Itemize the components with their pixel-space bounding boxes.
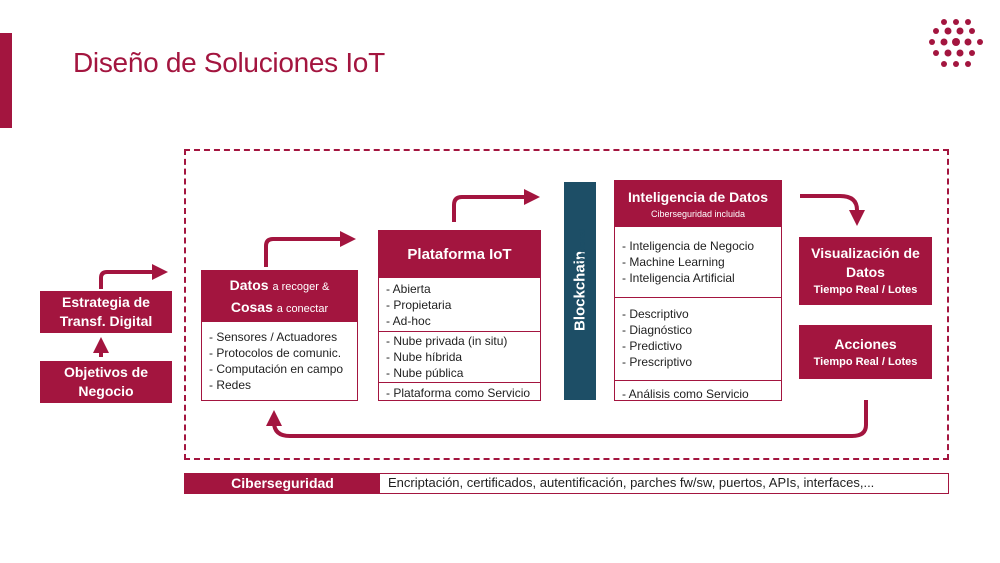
blockchain-note: Opcional	[577, 229, 587, 265]
solution-frame	[184, 149, 949, 460]
acciones-title: Acciones	[834, 336, 897, 352]
cosas-line: Cosas a conectar	[231, 297, 328, 319]
datos-box: Datos a recoger & Cosas a conectar - Sen…	[201, 270, 358, 401]
inteligencia-title: Inteligencia de Datos	[627, 188, 769, 205]
objectives-line-2: Negocio	[78, 383, 134, 399]
list-item: - Análisis como Servicio	[622, 387, 749, 401]
plataforma-group-3: - Plataforma como Servicio	[379, 382, 540, 401]
strategy-line-1: Estrategia de	[62, 294, 150, 310]
accent-bar	[0, 33, 12, 128]
list-item: - Plataforma como Servicio	[386, 386, 531, 400]
visualizacion-box: Visualización de Datos Tiempo Real / Lot…	[799, 237, 932, 305]
datos-list: - Sensores / Actuadores - Protocolos de …	[202, 322, 357, 393]
visualizacion-title-2: Datos	[846, 263, 885, 280]
datos-line-1: Datos a recoger &	[230, 275, 330, 297]
plataforma-header: Plataforma IoT	[379, 231, 540, 278]
list-item: - Nube híbrida	[386, 350, 463, 364]
list-item: - Nube pública	[386, 366, 464, 380]
strategy-line-2: Transf. Digital	[59, 313, 153, 329]
strategy-box: Estrategia de Transf. Digital	[40, 291, 172, 333]
inteligencia-box: Inteligencia de Datos Ciberseguridad inc…	[614, 180, 782, 401]
plataforma-group-1: - Abierta - Propietaria - Ad-hoc	[379, 278, 540, 331]
list-item: - Abierta	[386, 282, 431, 296]
objectives-line-1: Objetivos de	[63, 364, 149, 380]
blockchain-bar: Blockchain	[564, 182, 596, 400]
acciones-subtitle: Tiempo Real / Lotes	[813, 356, 918, 368]
security-bar: Ciberseguridad Encriptación, certificado…	[184, 473, 949, 494]
objectives-box: Objetivos de Negocio	[40, 361, 172, 403]
list-item: - Redes	[209, 378, 252, 392]
security-label: Ciberseguridad	[185, 474, 380, 493]
list-item: - Protocolos de comunic.	[209, 346, 342, 360]
security-text: Encriptación, certificados, autentificac…	[388, 475, 875, 490]
datos-word: Datos	[229, 276, 269, 293]
cosas-word: Cosas	[230, 298, 273, 315]
list-item: - Diagnóstico	[622, 323, 693, 337]
list-item: - Inteligencia Artificial	[622, 271, 735, 285]
plataforma-box: Plataforma IoT - Abierta - Propietaria -…	[378, 230, 541, 401]
inteligencia-subtitle: Ciberseguridad incluida	[650, 208, 746, 219]
inteligencia-group-1: - Inteligencia de Negocio - Machine Lear…	[615, 227, 781, 297]
list-item: - Predictivo	[622, 339, 683, 353]
datos-suffix: a recoger &	[272, 280, 330, 293]
visualizacion-subtitle: Tiempo Real / Lotes	[813, 283, 918, 296]
list-item: - Sensores / Actuadores	[209, 330, 338, 344]
list-item: - Computación en campo	[209, 362, 344, 376]
list-item: - Descriptivo	[622, 307, 689, 321]
list-item: - Inteligencia de Negocio	[622, 239, 755, 253]
inteligencia-header: Inteligencia de Datos Ciberseguridad inc…	[615, 181, 781, 227]
list-item: - Prescriptivo	[622, 355, 693, 369]
inteligencia-group-3: - Análisis como Servicio	[615, 380, 781, 402]
list-item: - Machine Learning	[622, 255, 725, 269]
list-item: - Ad-hoc	[386, 314, 431, 328]
datos-header: Datos a recoger & Cosas a conectar	[202, 271, 357, 322]
plataforma-group-2: - Nube privada (in situ) - Nube híbrida …	[379, 331, 540, 382]
acciones-box: Acciones Tiempo Real / Lotes	[799, 325, 932, 379]
cosas-suffix: a conectar	[276, 302, 329, 315]
page-title: Diseño de Soluciones IoT	[73, 47, 385, 78]
list-item: - Propietaria	[386, 298, 452, 312]
list-item: - Nube privada (in situ)	[386, 334, 508, 348]
inteligencia-group-2: - Descriptivo - Diagnóstico - Predictivo…	[615, 297, 781, 380]
dot-grid-logo-icon	[929, 19, 983, 67]
visualizacion-title-1: Visualización de	[811, 244, 920, 261]
